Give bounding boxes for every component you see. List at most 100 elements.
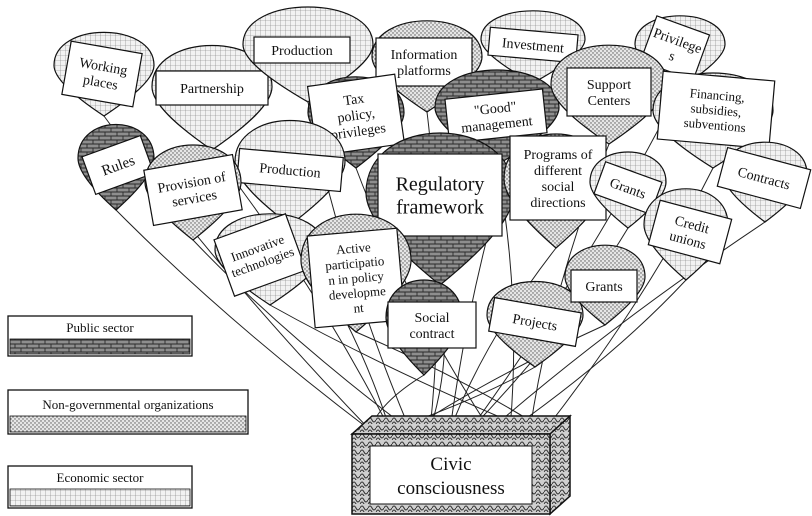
legend-item-economic-sector: Economic sector — [7, 465, 193, 509]
balloon-label-card: "Good"management — [444, 88, 548, 144]
label-card-box — [143, 153, 243, 227]
legend-swatch-dots — [9, 415, 247, 433]
balloon-label-line: n in policy — [328, 268, 385, 288]
balloon-label-line: platforms — [397, 64, 451, 79]
balloon-label-line: Production — [271, 44, 332, 59]
balloon-label-line: nt — [353, 300, 365, 316]
balloon-label-card: Production — [236, 147, 344, 193]
balloon-label-card: Projects — [488, 296, 582, 348]
balloon-label-line: developme — [328, 283, 386, 303]
label-card-box — [61, 40, 143, 108]
balloon-label-line: subsidies, — [690, 100, 742, 119]
legend-label: Non-governmental organizations — [42, 397, 213, 412]
balloon-label-line: contract — [409, 327, 454, 342]
balloon-label-line: Programs of — [524, 148, 593, 163]
balloon-label-line: management — [461, 114, 534, 136]
balloon-string — [489, 221, 766, 431]
label-card-box — [656, 70, 776, 150]
balloon-label-card: Grants — [593, 160, 663, 216]
balloon-label-line: Support — [587, 78, 631, 93]
label-card-box — [444, 88, 548, 144]
balloon-label-line: subventions — [683, 115, 746, 135]
balloon-string — [115, 209, 371, 431]
balloon-financing: Financing,subsidies,subventions — [652, 70, 776, 169]
balloon-label-line: "Good" — [473, 100, 517, 119]
balloon-label-line: Tax — [343, 92, 366, 110]
balloon-label-card: Grants — [570, 269, 638, 303]
balloon-label-line: Financing, — [689, 85, 745, 105]
label-card-box — [155, 70, 269, 106]
balloon-grants-low: Grants — [564, 244, 646, 326]
legend-label: Economic sector — [57, 470, 145, 485]
label-card-box — [716, 146, 812, 210]
balloon-label-line: Grants — [585, 280, 622, 295]
label-card-box — [236, 147, 344, 193]
legend-item-non-governmental-organizations: Non-governmental organizations — [7, 389, 249, 435]
balloon-label-line: Information — [391, 48, 458, 63]
balloon-label-line: policy, — [337, 106, 376, 126]
balloon-label-line: Centers — [588, 94, 631, 109]
legend: Public sector Non-governmental organizat… — [7, 315, 249, 509]
balloon-label-card: Investment — [487, 26, 579, 64]
legend-swatch-grid — [9, 488, 191, 507]
balloon-label-line: social — [542, 180, 575, 195]
label-card-box — [306, 227, 406, 329]
base-label-line-1: Civic — [430, 454, 471, 475]
legend-label: Public sector — [66, 320, 134, 335]
balloon-label-card: Contracts — [716, 146, 812, 210]
balloon-string — [509, 279, 687, 431]
balloon-rules: Rules — [77, 124, 155, 211]
balloon-label-line: directions — [530, 196, 585, 211]
balloon-string — [192, 239, 411, 431]
balloon-label-card: Production — [253, 36, 351, 64]
balloon-label-line: Social — [415, 311, 450, 326]
label-card-box — [566, 67, 652, 117]
balloon-label-line: Production — [259, 161, 322, 181]
balloon-label-card: Partnership — [155, 70, 269, 106]
label-card-box — [488, 296, 582, 348]
base-label-line-2: consciousness — [397, 478, 505, 499]
balloon-string — [449, 247, 557, 431]
balloon-string — [269, 304, 531, 431]
balloon-label-line: different — [534, 164, 582, 179]
label-card-box — [647, 199, 733, 265]
legend-swatch-brick — [9, 338, 191, 355]
legend-item-public-sector: Public sector — [7, 315, 193, 357]
balloon-label-line: framework — [396, 197, 484, 219]
balloon-contracts: Contracts — [716, 141, 812, 223]
label-card-box — [387, 301, 477, 349]
balloon-label-line: s — [667, 49, 677, 65]
label-card-box — [213, 213, 307, 297]
balloon-label-line: Partnership — [180, 82, 244, 97]
balloon-label-line: Investment — [501, 36, 564, 56]
balloon-label-line: participatio — [325, 253, 385, 273]
balloon-label-line: places — [82, 73, 119, 94]
civic-consciousness-box: Civic consciousness — [350, 414, 572, 516]
label-card-box — [487, 26, 579, 64]
balloon-label-card: Rules — [81, 134, 155, 196]
balloon-projects: Projects — [486, 280, 584, 368]
label-card-box — [253, 36, 351, 64]
label-card-box — [81, 134, 155, 196]
balloon-partnership: Partnership — [151, 44, 273, 151]
balloon-label-card: Financing,subsidies,subventions — [656, 70, 776, 150]
balloon-label-line: Regulatory — [396, 174, 485, 196]
balloon-label-line: Active — [335, 239, 371, 257]
balloon-production-mid: Production — [234, 120, 346, 226]
